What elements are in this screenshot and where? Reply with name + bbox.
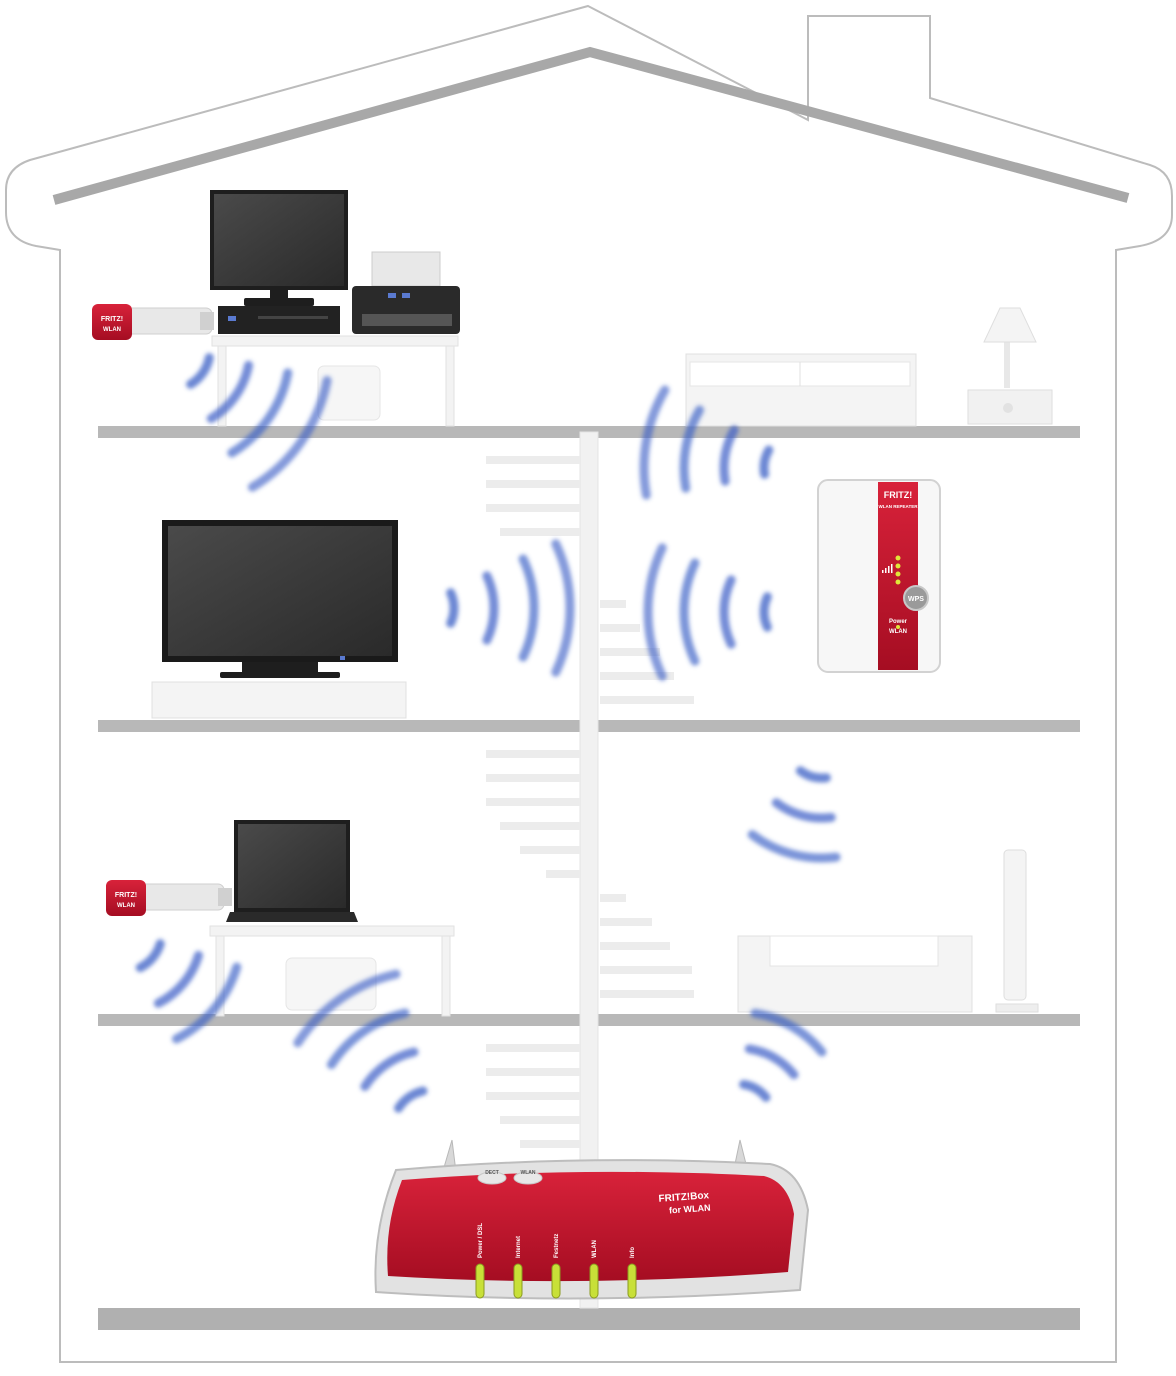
- router-brand-sub: for WLAN: [669, 1203, 711, 1216]
- wifi-signal-wave: [360, 1047, 419, 1091]
- wave-router-left: [293, 969, 428, 1113]
- repeater-wlan-label: WLAN: [889, 629, 907, 635]
- desk-lower-floor: [209, 925, 455, 1017]
- tv-stand: [151, 681, 407, 719]
- wave-repeater-down: [747, 766, 841, 863]
- wave-router-right: [739, 1008, 827, 1102]
- repeater-subtitle: WLAN REPEATER: [879, 504, 919, 509]
- wifi-signal-wave: [247, 376, 332, 492]
- led-label-internet: Internet: [516, 1236, 522, 1258]
- router-icon: DECT WLAN FRITZ!Box for WLAN Power / DSL…: [374, 1139, 810, 1300]
- led-info: [627, 1263, 637, 1299]
- led-label-info: Info: [630, 1247, 636, 1258]
- usb-stick-brand: FRITZ!: [101, 316, 123, 323]
- desktop-monitor-icon: [210, 190, 348, 306]
- floor-ground: [98, 1308, 1080, 1330]
- wifi-signal-wave: [795, 766, 831, 783]
- wps-label: WPS: [908, 596, 924, 603]
- lamp-icon: [967, 307, 1053, 425]
- wave-top-right-repeater: [639, 385, 774, 500]
- wifi-signal-wave: [551, 539, 575, 677]
- laptop-icon: [226, 820, 358, 922]
- led-festnetz: [551, 1263, 561, 1299]
- wifi-signal-wave: [643, 543, 667, 681]
- led-wlan: [589, 1263, 599, 1299]
- router-brand: FRITZ!Box: [658, 1190, 710, 1205]
- wifi-signal-wave: [186, 353, 214, 389]
- led-label-festnetz: Festnetz: [554, 1234, 560, 1258]
- desktop-pc-icon: [218, 306, 340, 334]
- wifi-signal-wave: [446, 588, 459, 628]
- wifi-signal-wave: [679, 558, 700, 666]
- wifi-signal-wave: [759, 445, 774, 479]
- speaker-icon: [995, 849, 1039, 1013]
- wifi-signal-wave: [227, 368, 293, 458]
- wifi-signal-wave: [679, 405, 705, 493]
- led-label-wlan: WLAN: [592, 1240, 598, 1258]
- dect-button: [477, 1171, 507, 1185]
- wps-button: [903, 585, 929, 611]
- wifi-signal-wave: [518, 554, 539, 662]
- house-outline: [5, 4, 1173, 1363]
- wifi-signal-wave: [739, 1079, 771, 1102]
- wlan-button: [513, 1171, 543, 1185]
- bed-icon: [685, 353, 917, 427]
- wifi-signal-wave: [393, 1086, 428, 1113]
- usb-stick-brand-lower: FRITZ!: [115, 892, 137, 899]
- wifi-signal-wave: [171, 962, 242, 1044]
- wifi-signal-wave: [759, 592, 772, 632]
- repeater-power-label: Power: [889, 619, 908, 625]
- wifi-signal-wave: [326, 1008, 410, 1070]
- usb-wlan-stick-icon-lower: FRITZ! WLAN: [106, 880, 232, 916]
- wave-tv: [446, 539, 575, 677]
- repeater-icon: FRITZ! WLAN REPEATER WPS Power WLAN: [817, 479, 941, 673]
- led-label-power: Power / DSL: [478, 1223, 484, 1258]
- wifi-signal-wave: [639, 385, 670, 500]
- usb-wlan-stick-icon: FRITZ! WLAN: [92, 304, 214, 340]
- repeater-brand: FRITZ!: [884, 490, 913, 500]
- sofa-icon: [737, 935, 973, 1013]
- router-button-label-2: WLAN: [521, 1170, 536, 1176]
- wifi-signal-wave: [747, 830, 841, 863]
- wifi-signal-wave: [719, 425, 739, 486]
- staircase: [486, 431, 694, 1309]
- led-internet: [513, 1263, 523, 1299]
- wifi-signal-wave: [744, 1044, 799, 1080]
- wifi-signal-wave: [750, 1008, 827, 1057]
- wifi-signal-wave: [771, 798, 836, 823]
- wave-top-left-stick: [186, 353, 332, 492]
- wifi-signal-wave: [293, 969, 401, 1048]
- wifi-signal-wave: [206, 360, 254, 424]
- usb-stick-subtitle: WLAN: [103, 327, 121, 333]
- tv-icon: [162, 520, 398, 678]
- led-power: [475, 1263, 485, 1299]
- desk-top-floor: [211, 335, 459, 427]
- wave-laptop-stick: [135, 939, 242, 1044]
- wifi-waves: [135, 353, 841, 1113]
- wifi-signal-wave: [153, 950, 204, 1008]
- router-button-label-1: DECT: [485, 1170, 499, 1176]
- usb-stick-subtitle-lower: WLAN: [117, 903, 135, 909]
- wifi-signal-wave: [719, 575, 736, 649]
- wave-repeater-left: [643, 543, 772, 681]
- printer-icon: [352, 251, 460, 334]
- wifi-signal-wave: [135, 939, 165, 973]
- wifi-signal-wave: [482, 571, 499, 645]
